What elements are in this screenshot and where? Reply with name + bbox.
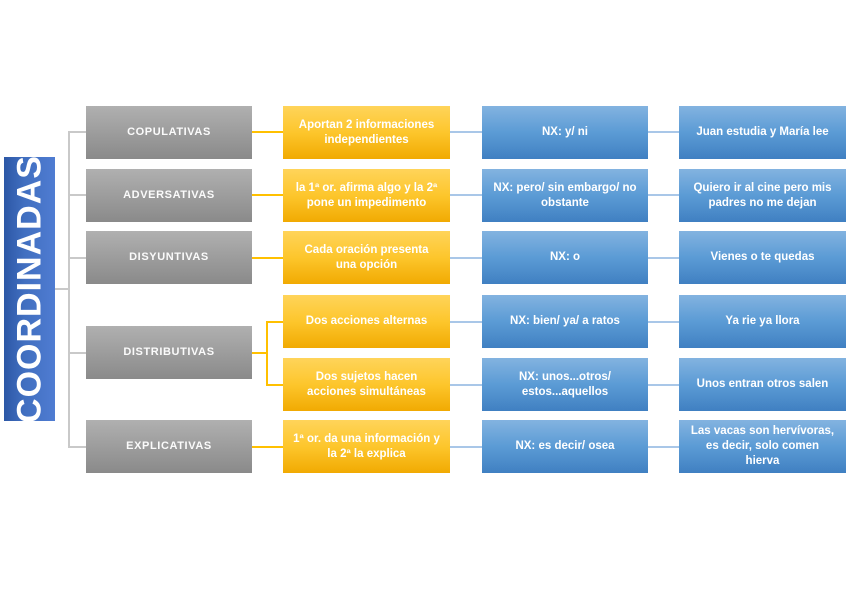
nexus-distributivas-alternas: NX: bien/ ya/ a ratos [482,295,648,348]
connector-example [648,321,679,323]
example-explicativas: Las vacas son hervívoras, es decir, solo… [679,420,846,473]
description-distributivas-alternas: Dos acciones alternas [283,295,450,348]
connector-category-stub [68,194,86,196]
connector-example [648,194,679,196]
connector-category-stub [68,352,86,354]
connector-example [648,384,679,386]
description-disyuntivas: Cada oración presenta una opción [283,231,450,284]
connector-category-stub [68,257,86,259]
connector-distributivas-stub-bottom [266,384,283,386]
connector-nexus [450,321,482,323]
nexus-distributivas-simultaneas: NX: unos...otros/ estos...aquellos [482,358,648,411]
connector-example [648,446,679,448]
connector-example [648,131,679,133]
category-adversativas: ADVERSATIVAS [86,169,252,222]
nexus-explicativas: NX: es decir/ osea [482,420,648,473]
connector-example [648,257,679,259]
connector-description [252,131,283,133]
root-node-coordinadas: COORDINADAS [4,155,55,423]
connector-root-trunk-v [68,131,70,448]
example-distributivas-alternas: Ya rie ya llora [679,295,846,348]
connector-nexus [450,384,482,386]
connector-distributivas-h [252,352,268,354]
example-distributivas-simultaneas: Unos entran otros salen [679,358,846,411]
category-copulativas: COPULATIVAS [86,106,252,159]
nexus-copulativas: NX: y/ ni [482,106,648,159]
description-adversativas: la 1ª or. afirma algo y la 2ª pone un im… [283,169,450,222]
connector-description [252,446,283,448]
connector-nexus [450,194,482,196]
connector-nexus [450,131,482,133]
connector-category-stub [68,446,86,448]
description-explicativas: 1ª or. da una información y la 2ª la exp… [283,420,450,473]
connector-root-trunk-h [55,288,68,290]
nexus-adversativas: NX: pero/ sin embargo/ no obstante [482,169,648,222]
connector-distributivas-stub-top [266,321,283,323]
connector-description [252,257,283,259]
category-distributivas: DISTRIBUTIVAS [86,326,252,379]
example-copulativas: Juan estudia y María lee [679,106,846,159]
connector-nexus [450,446,482,448]
description-copulativas: Aportan 2 informaciones independientes [283,106,450,159]
category-explicativas: EXPLICATIVAS [86,420,252,473]
category-disyuntivas: DISYUNTIVAS [86,231,252,284]
connector-description [252,194,283,196]
root-node-label: COORDINADAS [10,155,48,423]
connector-distributivas-v [266,321,268,386]
example-adversativas: Quiero ir al cine pero mis padres no me … [679,169,846,222]
connector-nexus [450,257,482,259]
description-distributivas-simultaneas: Dos sujetos hacen acciones simultáneas [283,358,450,411]
example-disyuntivas: Vienes o te quedas [679,231,846,284]
connector-category-stub [68,131,86,133]
nexus-disyuntivas: NX: o [482,231,648,284]
